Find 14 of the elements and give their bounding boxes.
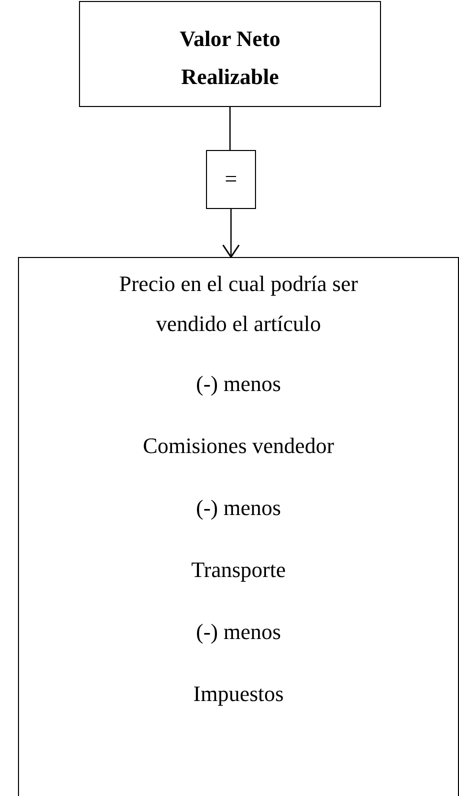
node-text: Valor Neto Realizable xyxy=(178,25,282,91)
arrow xyxy=(222,209,240,258)
node-text: (-) menos xyxy=(196,370,281,398)
node-text: Impuestos xyxy=(193,680,284,708)
operator-box xyxy=(206,150,256,209)
process-box xyxy=(18,257,459,796)
node-text: (-) menos xyxy=(196,618,281,646)
process-box xyxy=(79,1,381,107)
node-text: Transporte xyxy=(191,556,286,584)
connector-line xyxy=(229,107,231,150)
node-text: Precio en el cual podría ser vendido el artículo xyxy=(118,270,359,338)
node-text: (-) menos xyxy=(196,494,281,522)
equals-sign: = xyxy=(224,165,238,193)
node-text: Comisiones vendedor xyxy=(142,432,334,460)
